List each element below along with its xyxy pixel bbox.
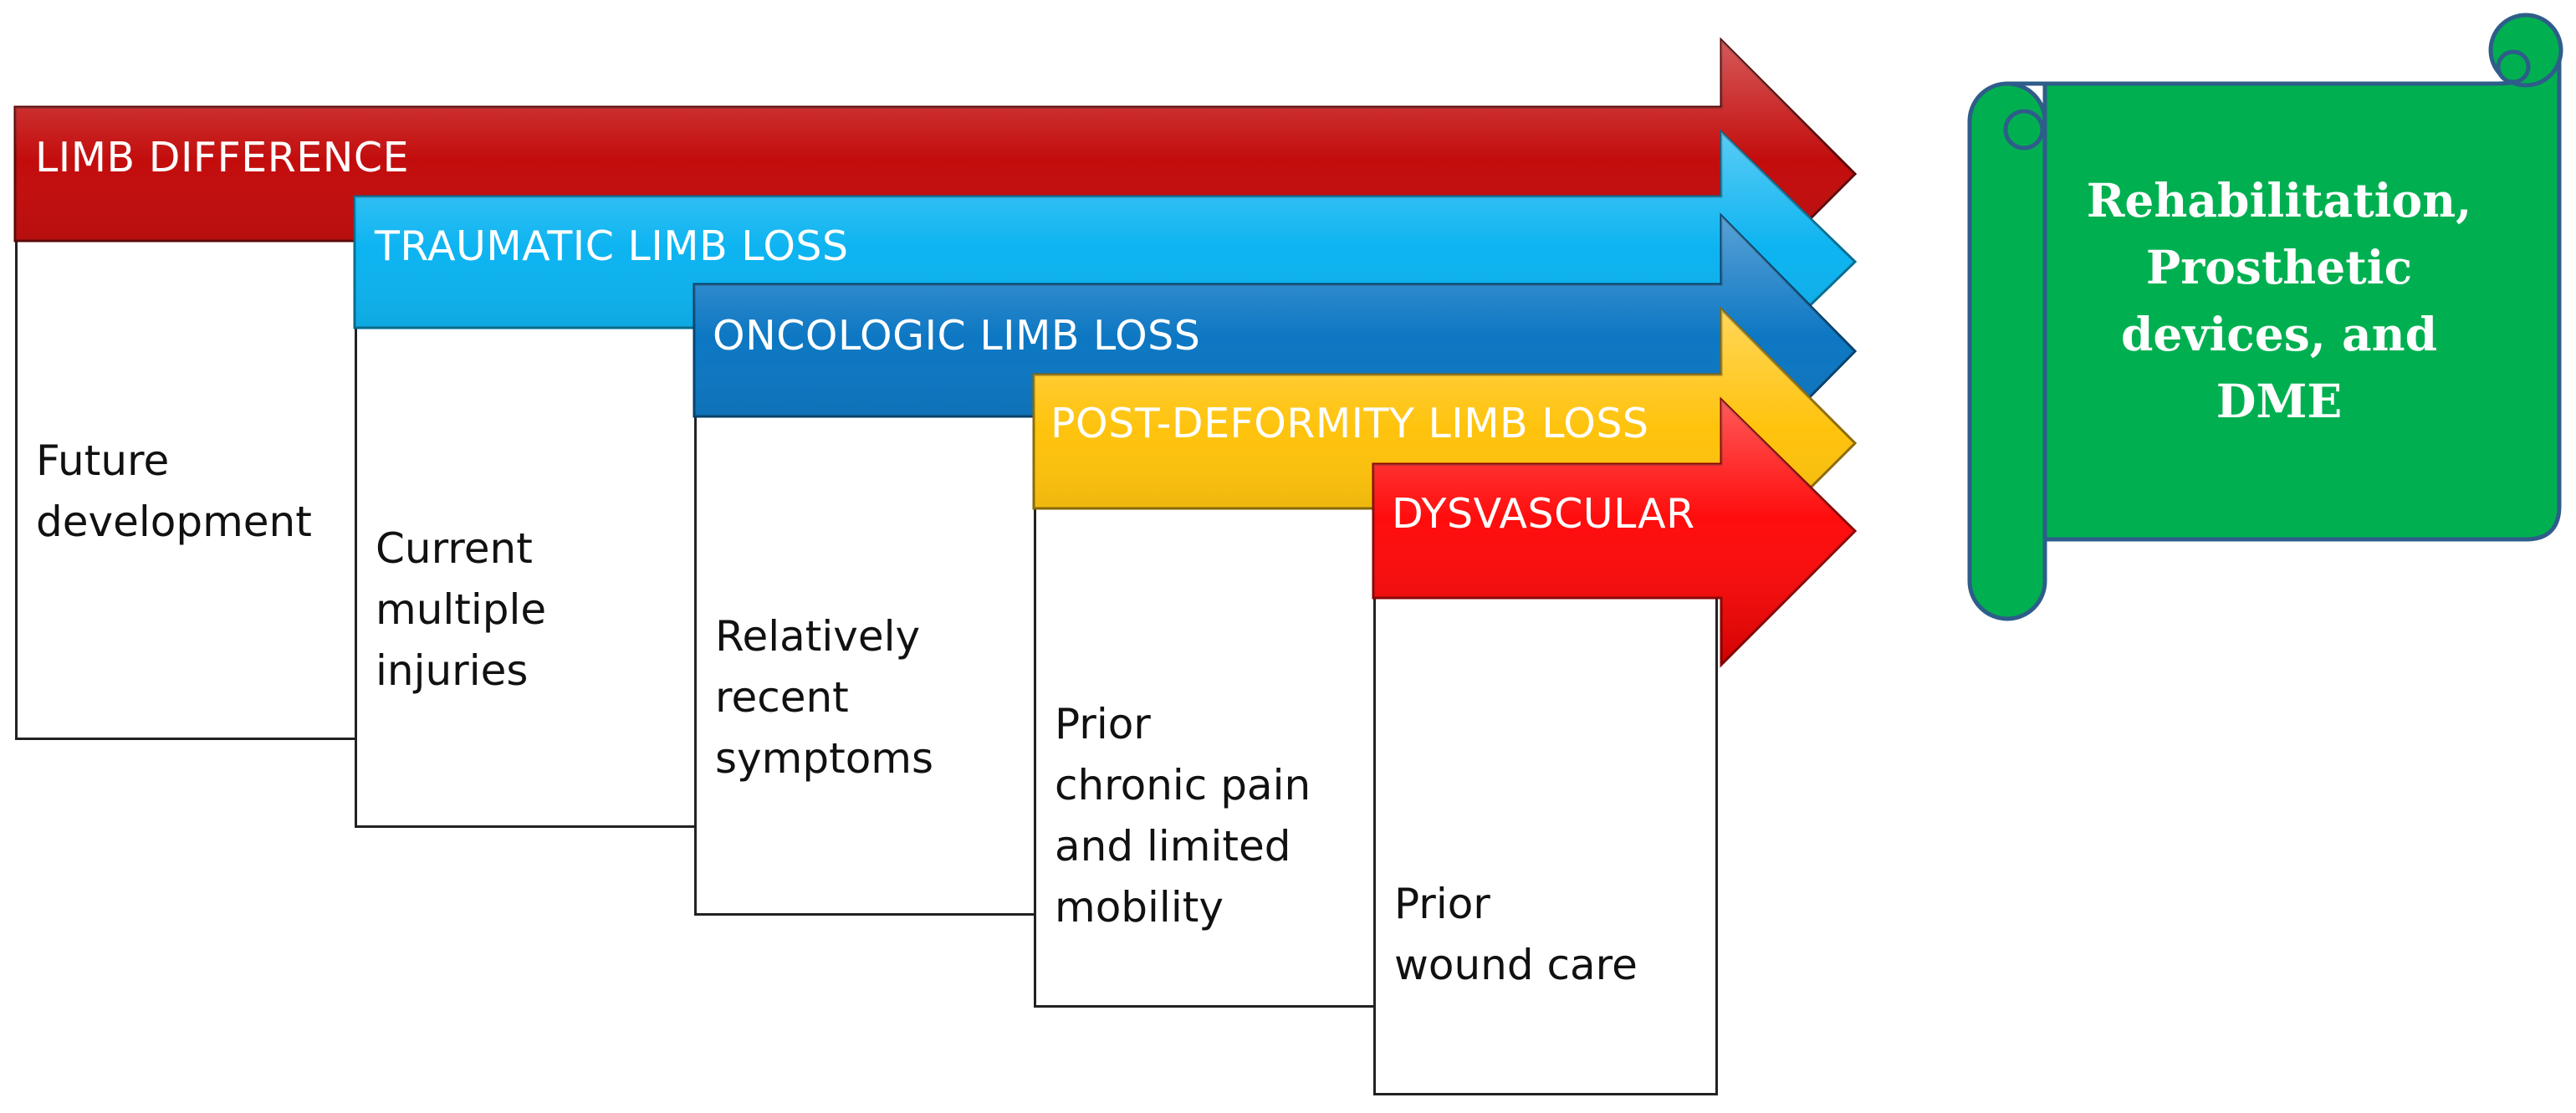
stage-label-limb-difference: LIMB DIFFERENCE: [35, 134, 410, 181]
outcome-scroll: [1967, 13, 2563, 621]
stage-box-post-deformity: Prior chronic pain and limited mobility: [1034, 502, 1378, 1008]
stage-label-dysvascular: DYSVASCULAR: [1392, 490, 1695, 538]
outcome-text: Rehabilitation, Prosthetic devices, and …: [2086, 173, 2472, 428]
stage-description-limb-difference: Future development: [36, 437, 312, 546]
stage-label-traumatic: TRAUMATIC LIMB LOSS: [375, 222, 849, 270]
stage-label-oncologic: ONCOLOGIC LIMB LOSS: [713, 312, 1201, 360]
stage-description-oncologic: Relatively recent symptoms: [715, 612, 934, 783]
stage-box-traumatic: Current multiple injuries: [355, 326, 699, 828]
arrow-dysvascular: [1372, 396, 1858, 668]
stage-description-traumatic: Current multiple injuries: [376, 524, 547, 695]
stage-box-limb-difference: Future development: [15, 238, 360, 740]
stage-label-post-deformity: POST-DEFORMITY LIMB LOSS: [1050, 400, 1649, 447]
stage-box-oncologic: Relatively recent symptoms: [694, 414, 1039, 916]
stage-description-post-deformity: Prior chronic pain and limited mobility: [1055, 700, 1311, 932]
stage-description-dysvascular: Prior wound care: [1394, 880, 1638, 989]
stage-box-dysvascular: Prior wound care: [1373, 594, 1718, 1095]
